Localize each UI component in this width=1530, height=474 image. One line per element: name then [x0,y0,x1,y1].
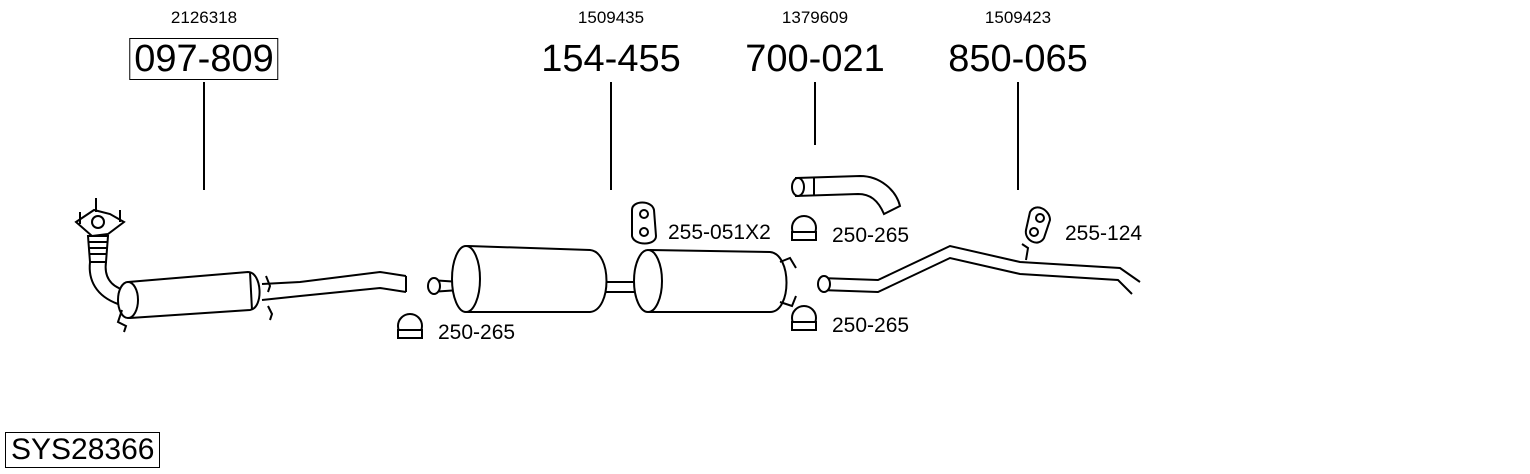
part-number-tailpipe[interactable]: 700-021 [745,38,885,80]
oem-number-tailpipe: 1379609 [781,8,849,27]
accessory-label-clamp-tailpipe[interactable]: 250-265 [832,224,910,247]
accessory-label-hanger-rear[interactable]: 255-124 [1065,222,1143,245]
oem-number-front-pipe: 2126318 [170,8,238,27]
front-pipe-silencer-drawing[interactable] [74,198,407,333]
oem-number-rear-pipe: 1509423 [984,8,1052,27]
clamp-tailpipe-icon[interactable] [791,215,817,241]
rubber-hanger-rear-icon[interactable] [1024,206,1052,244]
oem-number-middle-silencer: 1509435 [577,8,645,27]
accessory-label-hanger-pair[interactable]: 255-051X2 [668,221,771,244]
system-code-label: SYS28366 [5,432,161,468]
accessory-label-clamp-front[interactable]: 250-265 [438,321,516,344]
part-number-front-pipe[interactable]: 097-809 [129,38,279,80]
part-number-middle-silencer[interactable]: 154-455 [541,38,681,80]
rubber-hanger-pair-icon[interactable] [631,201,658,245]
rear-pipe-drawing[interactable] [817,243,1141,295]
accessory-label-clamp-rear[interactable]: 250-265 [832,314,910,337]
clamp-rear-icon[interactable] [791,305,817,331]
clamp-front-icon[interactable] [397,313,423,339]
part-number-rear-pipe[interactable]: 850-065 [948,38,1088,80]
tailpipe-drawing[interactable] [791,174,902,216]
middle-silencer-drawing[interactable] [427,244,797,313]
